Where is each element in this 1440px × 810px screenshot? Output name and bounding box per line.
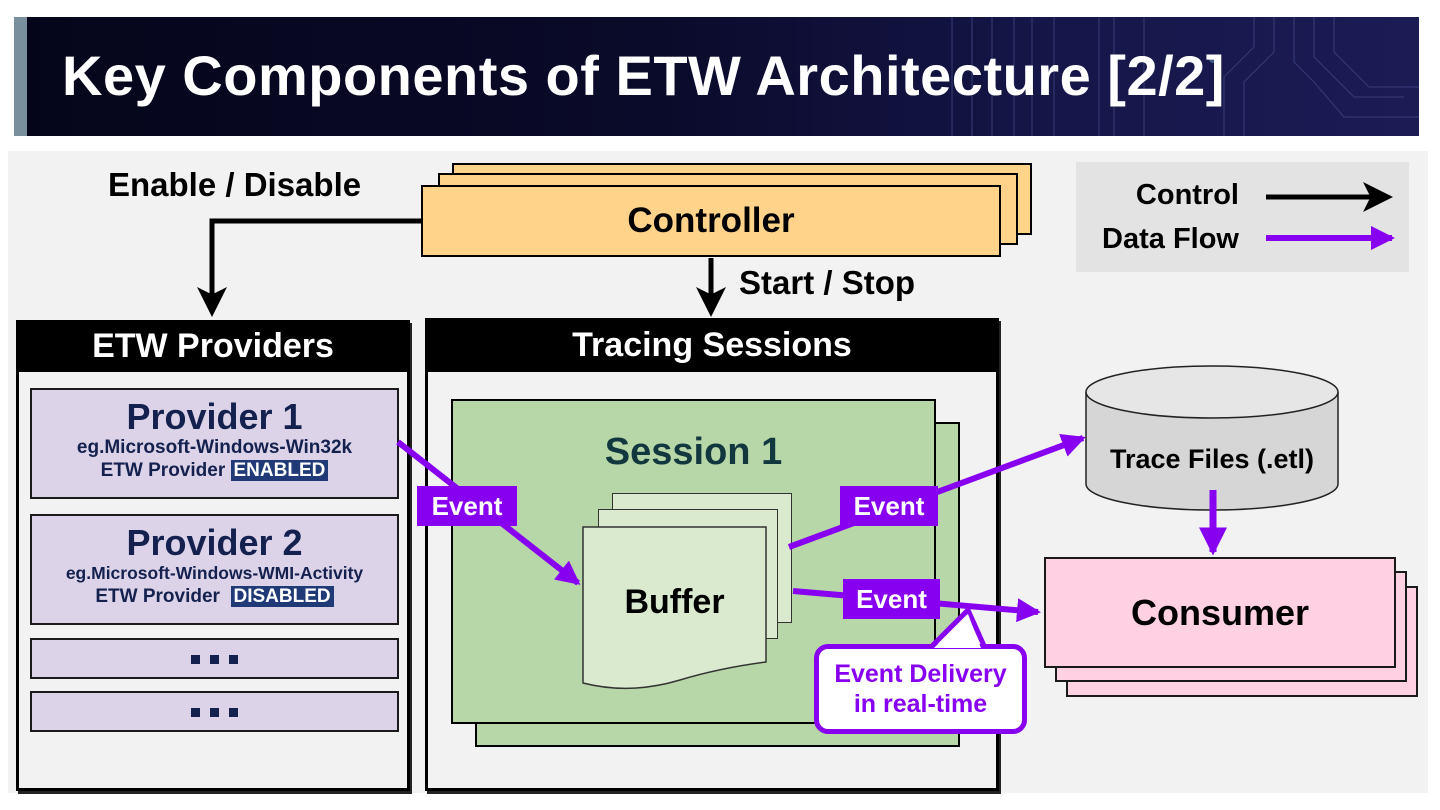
provider-item[interactable]: Provider 1 eg.Microsoft-Windows-Win32k E… bbox=[30, 388, 399, 499]
provider-status-badge: DISABLED bbox=[230, 586, 334, 607]
provider-type-label: ETW Provider bbox=[95, 586, 220, 607]
provider-placeholder bbox=[30, 638, 399, 679]
start-stop-label: Start / Stop bbox=[739, 264, 916, 301]
provider-title: Provider 1 bbox=[126, 396, 303, 437]
providers-header: ETW Providers bbox=[16, 320, 410, 372]
controller-box[interactable]: Controller bbox=[421, 185, 1001, 257]
circuit-decoration bbox=[951, 17, 1419, 136]
provider-example: eg.Microsoft-Windows-Win32k bbox=[76, 437, 353, 458]
callout-line-1: Event Delivery bbox=[834, 660, 1007, 688]
tracing-sessions-header: Tracing Sessions bbox=[425, 318, 999, 372]
provider-status-badge: ENABLED bbox=[230, 460, 329, 481]
provider-type-label: ETW Provider bbox=[100, 460, 226, 481]
session-title: Session 1 bbox=[604, 431, 783, 473]
consumer-box[interactable]: Consumer bbox=[1044, 557, 1396, 668]
provider-placeholder bbox=[30, 691, 399, 732]
event-label-buffer-to-consumer: Event bbox=[843, 579, 940, 619]
controller-label: Controller bbox=[627, 201, 795, 240]
legend: Control Data Flow bbox=[1076, 162, 1409, 272]
event-label-provider-to-buffer: Event bbox=[417, 486, 517, 526]
callout-line-2: in real-time bbox=[853, 690, 988, 718]
event-label-buffer-to-trace: Event bbox=[840, 486, 938, 526]
slide-title: Key Components of ETW Architecture [2/2] bbox=[62, 44, 1225, 107]
provider-item[interactable]: Provider 2 eg.Microsoft-Windows-WMI-Acti… bbox=[30, 514, 399, 625]
realtime-delivery-callout: Event Delivery in real-time bbox=[814, 644, 1027, 734]
buffer-label: Buffer bbox=[624, 583, 725, 621]
provider-title: Provider 2 bbox=[126, 522, 303, 563]
enable-disable-label: Enable / Disable bbox=[108, 166, 362, 203]
ellipsis-icon bbox=[32, 655, 397, 664]
title-accent-bar bbox=[14, 17, 27, 136]
ellipsis-icon bbox=[32, 708, 397, 717]
legend-data-flow-label: Data Flow bbox=[1102, 223, 1239, 255]
title-bar: Key Components of ETW Architecture [2/2] bbox=[14, 17, 1419, 136]
trace-files-label: Trace Files (.etl) bbox=[1109, 444, 1315, 474]
consumer-label: Consumer bbox=[1130, 591, 1310, 633]
provider-example: eg.Microsoft-Windows-WMI-Activity bbox=[65, 563, 364, 583]
legend-control-label: Control bbox=[1135, 179, 1239, 211]
